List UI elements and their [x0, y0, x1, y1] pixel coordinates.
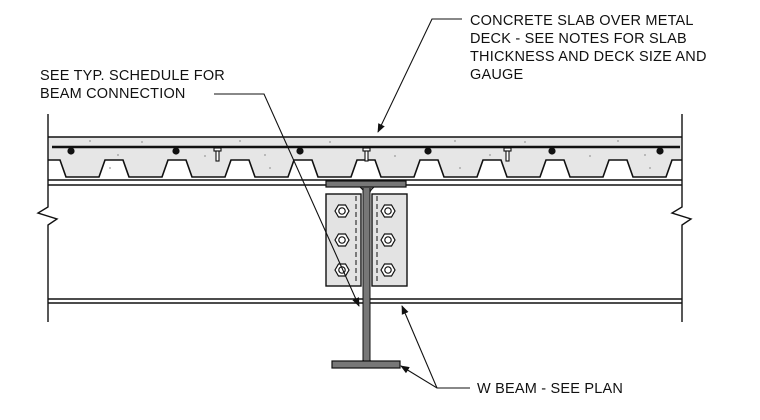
girder-web-core [363, 188, 370, 360]
connection-note-line: SEE TYP. SCHEDULE FOR [40, 68, 225, 84]
beam-note-line: W BEAM - SEE PLAN [477, 381, 623, 397]
slab-note-line: DECK - SEE NOTES FOR SLAB [470, 31, 687, 47]
connection-note: SEE TYP. SCHEDULE FOR BEAM CONNECTION [40, 68, 229, 102]
beam-note: W BEAM - SEE PLAN [477, 381, 623, 397]
slab-note-leader [377, 18, 462, 133]
girder-top-flange [325, 180, 407, 188]
slab-note-line: THICKNESS AND DECK SIZE AND [470, 49, 707, 65]
bolts [334, 204, 396, 277]
connection-note-leader [214, 93, 360, 307]
connection-note-line: BEAM CONNECTION [40, 86, 186, 102]
w-beam-section [325, 180, 407, 369]
slab-note: CONCRETE SLAB OVER METAL DECK - SEE NOTE… [470, 13, 711, 83]
girder-bottom-flange [331, 360, 401, 369]
leaders [214, 18, 470, 389]
beam-note-leader-2 [401, 305, 438, 389]
concrete-slab [48, 136, 682, 178]
shear-connection [325, 193, 408, 287]
slab-note-line: GAUGE [470, 67, 523, 83]
rebar-dots [67, 147, 664, 155]
right-break-line [670, 114, 693, 322]
left-break-line [36, 114, 59, 322]
shear-studs [213, 147, 512, 162]
concrete-aggregate [89, 140, 651, 169]
slab-note-line: CONCRETE SLAB OVER METAL [470, 13, 693, 29]
